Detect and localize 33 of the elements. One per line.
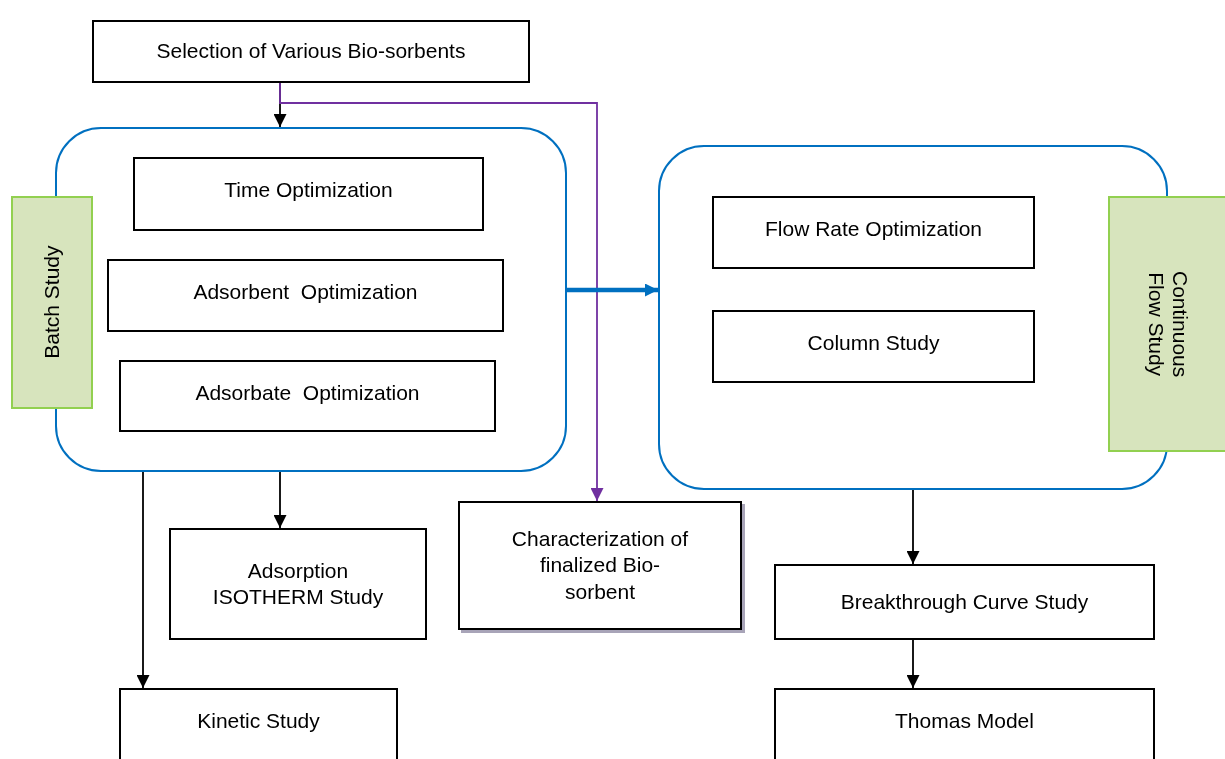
arrow xyxy=(136,471,150,689)
process-box xyxy=(712,310,1035,383)
side-tab xyxy=(1108,196,1225,452)
group-container xyxy=(658,145,1168,490)
arrow xyxy=(273,471,287,529)
box-label: Column Study xyxy=(807,330,940,356)
process-box xyxy=(133,157,484,231)
process-box xyxy=(92,20,530,83)
side-tab xyxy=(11,196,93,409)
process-box xyxy=(119,688,398,759)
process-box xyxy=(774,688,1155,759)
process-box xyxy=(107,259,504,332)
box-label: Characterization of finalized Bio-sorbent xyxy=(510,526,690,605)
box-label: Adsorbent Optimization xyxy=(193,279,418,305)
vertical-label: Continuous Flow Study xyxy=(1143,269,1192,380)
process-box xyxy=(774,564,1155,640)
arrow xyxy=(567,283,658,297)
box-label: Selection of Various Bio-sorbents xyxy=(156,38,466,65)
box-label: Flow Rate Optimization xyxy=(764,216,983,242)
box-label: Kinetic Study xyxy=(197,708,320,734)
process-box xyxy=(712,196,1035,269)
box-label: Adsorbate Optimization xyxy=(195,380,420,406)
box-label: Breakthrough Curve Study xyxy=(840,588,1089,615)
vertical-label: Batch Study xyxy=(39,245,64,360)
process-box xyxy=(119,360,496,432)
arrow xyxy=(279,82,604,502)
box-label: Thomas Model xyxy=(895,708,1034,734)
arrow xyxy=(906,639,920,689)
arrow xyxy=(906,489,920,565)
box-label: Adsorption ISOTHERM Study xyxy=(211,557,385,610)
box-label: Time Optimization xyxy=(224,177,393,203)
process-box xyxy=(169,528,427,640)
process-box xyxy=(458,501,742,630)
